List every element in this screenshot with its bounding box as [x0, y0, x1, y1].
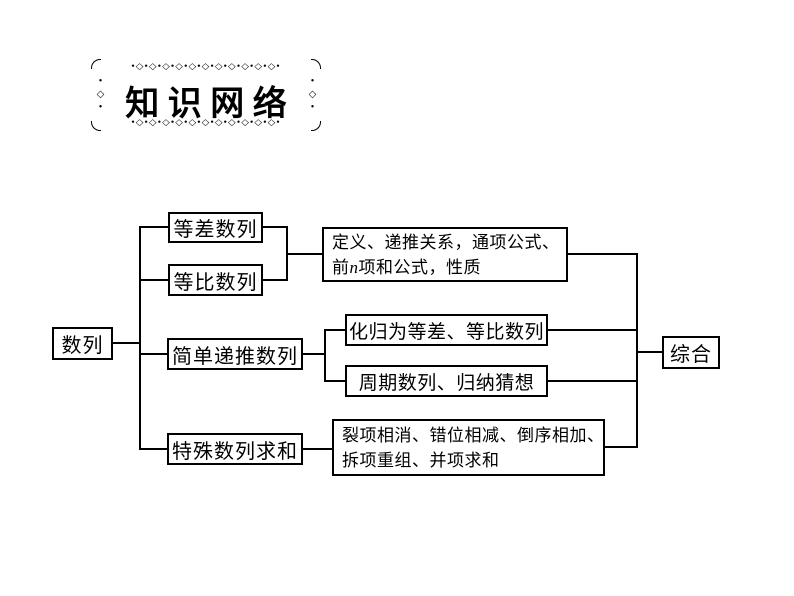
- connector-line: [303, 448, 332, 450]
- connector-line: [303, 353, 326, 355]
- connector-line: [263, 226, 288, 228]
- detail-line2: 拆项重组、并项求和: [342, 450, 500, 470]
- connector-line: [548, 380, 638, 382]
- connector-line: [324, 380, 345, 382]
- connector-line: [286, 253, 322, 255]
- ornament-border-bottom: •◇•◇•◇•◇•◇•◇•◇•◇•◇•◇•◇•: [131, 118, 281, 128]
- connector-line: [324, 329, 326, 382]
- connector-line: [139, 279, 168, 281]
- node-sequences: 数列: [52, 327, 113, 360]
- node-special-sequence-summation: 特殊数列求和: [167, 433, 303, 465]
- node-geometric-sequence: 等比数列: [168, 264, 263, 296]
- node-periodic-induction: 周期数列、归纳猜想: [345, 365, 548, 397]
- connector-line: [548, 329, 638, 331]
- connector-line: [324, 329, 345, 331]
- ornament-corner-icon: [311, 59, 321, 69]
- ornament-corner-icon: [91, 59, 101, 69]
- connector-line: [263, 279, 288, 281]
- detail-line2: 前n项和公式，性质: [332, 257, 481, 277]
- connector-line: [568, 253, 638, 255]
- detail-line1: 裂项相消、错位相减、倒序相加、: [342, 425, 605, 445]
- node-summation-methods-detail: 裂项相消、错位相减、倒序相加、 拆项重组、并项求和: [332, 419, 605, 476]
- math-variable-n: n: [349, 257, 359, 277]
- connector-line: [605, 446, 638, 448]
- node-simple-recursive-sequence: 简单递推数列: [167, 338, 303, 370]
- connector-line: [113, 342, 140, 344]
- connector-line: [139, 353, 167, 355]
- page-title: 知 识 网 络: [125, 86, 287, 123]
- connector-line: [636, 253, 638, 448]
- node-transform-to-arith-geom: 化归为等差、等比数列: [345, 314, 548, 346]
- node-arithmetic-sequence: 等差数列: [168, 212, 263, 243]
- title-ornament-frame: •◇•◇•◇•◇•◇•◇•◇•◇•◇•◇•◇• •◇•◇•◇•◇•◇•◇•◇•◇…: [91, 59, 321, 131]
- ornament-border-right: •◇•: [307, 75, 318, 115]
- ornament-border-top: •◇•◇•◇•◇•◇•◇•◇•◇•◇•◇•◇•: [131, 62, 281, 72]
- ornament-border-left: •◇•: [95, 75, 106, 115]
- connector-line: [636, 351, 662, 353]
- node-definition-formulas-detail: 定义、递推关系，通项公式、 前n项和公式，性质: [322, 227, 568, 282]
- connector-line: [139, 226, 141, 450]
- detail-line1: 定义、递推关系，通项公式、: [332, 232, 560, 252]
- node-comprehensive: 综合: [662, 336, 720, 369]
- connector-line: [139, 226, 168, 228]
- connector-line: [139, 448, 167, 450]
